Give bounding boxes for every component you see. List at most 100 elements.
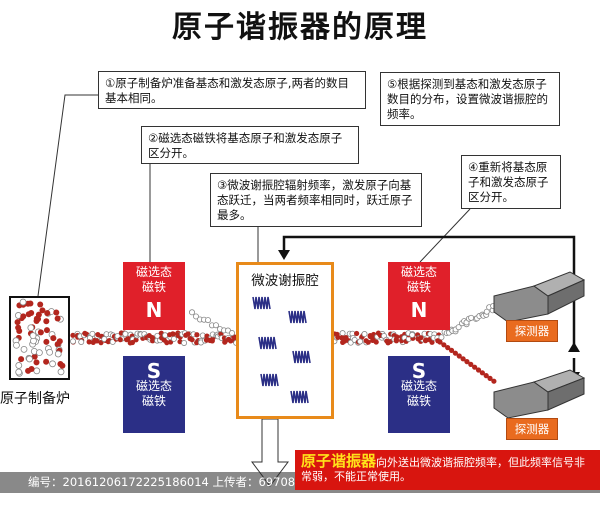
furnace-atoms: [12, 298, 66, 377]
beam-atom: [122, 330, 129, 337]
beam-atom: [455, 324, 462, 331]
beam-atom: [125, 336, 131, 342]
beam-atom: [357, 338, 364, 345]
atom-dot: [43, 318, 50, 325]
beam-atom: [78, 339, 85, 346]
magnet-bottom-right-label1: 磁选态: [400, 379, 437, 393]
atom-dot: [53, 309, 60, 316]
beam-atom: [448, 347, 455, 353]
resonator-banner: 原子谐振器向外送出微波谐振腔频率，但此频率信号非常弱，不能正常使用。: [295, 450, 600, 490]
beam-atom: [429, 339, 435, 345]
callout-reseparate: ④重新将基态原子和激发态原子区分开。: [461, 155, 561, 209]
atom-dot: [28, 365, 35, 372]
callout-reseparate-text: ④重新将基态原子和激发态原子区分开。: [468, 160, 549, 204]
detector-bottom-icon: [493, 369, 586, 419]
furnace-label: 原子制备炉: [0, 391, 70, 407]
beam-atom: [164, 340, 170, 346]
detector-top-icon: [493, 271, 586, 323]
atom-dot: [31, 353, 38, 360]
beam-atom: [468, 314, 475, 321]
beam-atom: [334, 331, 340, 337]
atom-dot: [59, 362, 66, 369]
atom-dot: [39, 307, 46, 314]
feedback-arrow-up: [568, 342, 580, 352]
beam-atom: [437, 339, 443, 345]
atom-dot: [43, 358, 50, 365]
beam-atom: [154, 332, 161, 339]
atom-dot: [46, 348, 54, 356]
beam-atom: [150, 338, 156, 344]
beam-atom: [162, 332, 169, 339]
beam-atom: [483, 308, 490, 315]
beam-atom: [479, 370, 485, 376]
beam-atom: [192, 313, 199, 320]
magnet-top-right-label2: 磁铁: [406, 280, 431, 294]
beam-atom: [373, 339, 379, 345]
page-title: 原子谐振器的原理: [172, 10, 428, 45]
microwave-wave-icon: [288, 310, 307, 324]
atom-dot: [37, 329, 44, 336]
beam-atom: [129, 339, 136, 346]
beam-atom: [361, 331, 368, 338]
beam-atom: [487, 375, 493, 381]
beam-atom: [170, 331, 176, 337]
atom-dot: [43, 338, 50, 345]
atom-dot: [37, 301, 44, 308]
beam-atom: [222, 339, 228, 345]
atom-dot: [29, 332, 37, 340]
atom-dot: [33, 359, 40, 366]
beam-atom: [441, 342, 447, 348]
magnet-top-right-label1: 磁选态: [400, 265, 437, 279]
beam-atom: [483, 373, 489, 379]
magnet-bottom-right: S 磁选态 磁铁: [388, 356, 450, 433]
beam-atom: [105, 339, 111, 345]
microwave-wave-icon: [260, 373, 279, 387]
atom-dot: [28, 310, 35, 317]
atom-dot: [18, 356, 25, 363]
microwave-wave-icon: [292, 350, 311, 364]
beam-atom: [460, 356, 466, 362]
atom-dot: [33, 318, 40, 325]
magnet-top-left-label1: 磁选态: [135, 265, 172, 279]
beam-atom: [394, 334, 400, 340]
atom-dot: [20, 313, 27, 320]
beam-atom: [188, 309, 195, 316]
magnet-top-right-pole: N: [410, 298, 428, 322]
beam-atom: [464, 359, 470, 365]
beam-atom: [393, 338, 400, 344]
atom-dot: [43, 327, 50, 334]
magnet-bottom-right-pole: S: [411, 359, 427, 383]
callout-cavity: ③微波谢振腔辐射频率，激发原子向基态跃迁，当两者频率相同时，跃迁原子最多。: [210, 173, 422, 227]
atom-furnace: [9, 296, 70, 380]
atom-dot: [56, 338, 63, 345]
beam-atom: [189, 337, 195, 343]
atom-dot: [20, 345, 28, 353]
magnet-top-left-pole: N: [145, 298, 163, 322]
beam-atom: [409, 331, 416, 338]
detector-bottom-label: 探测器: [506, 418, 558, 440]
beam-atom: [194, 332, 200, 338]
magnet-bottom-right-label2: 磁铁: [406, 394, 431, 408]
atom-dot: [27, 324, 35, 332]
atom-dot: [54, 315, 61, 322]
atom-dot: [15, 362, 23, 369]
atom-dot: [50, 335, 57, 342]
beam-atom: [354, 330, 360, 337]
callout-magnet-select: ②磁选态磁铁将基态原子和激发态原子区分开。: [141, 126, 359, 164]
beam-atom: [114, 333, 121, 340]
atom-dot: [44, 310, 51, 317]
magnet-top-left-label2: 磁铁: [141, 280, 166, 294]
atom-dot: [33, 367, 41, 375]
leader-line-furnace: [37, 94, 98, 297]
beam-atom: [70, 332, 76, 338]
beam-atom: [194, 340, 200, 346]
banner-text: 向外送出微波谐振腔频率，但此频率信号非常弱，不能正常使用。: [301, 456, 586, 483]
atom-dot: [15, 368, 23, 376]
callout-detect: ⑤根据探测到基态和激发态原子数目的分布，设置微波谐振腔的频率。: [380, 72, 560, 126]
beam-atom: [133, 337, 139, 343]
magnet-bottom-left: S 磁选态 磁铁: [123, 356, 185, 433]
footer-text: 编号：20161206172225186014 上传者：697086: [28, 475, 303, 489]
beam-atom: [205, 337, 211, 343]
beam-atom: [422, 338, 429, 344]
beam-atom: [472, 364, 478, 370]
